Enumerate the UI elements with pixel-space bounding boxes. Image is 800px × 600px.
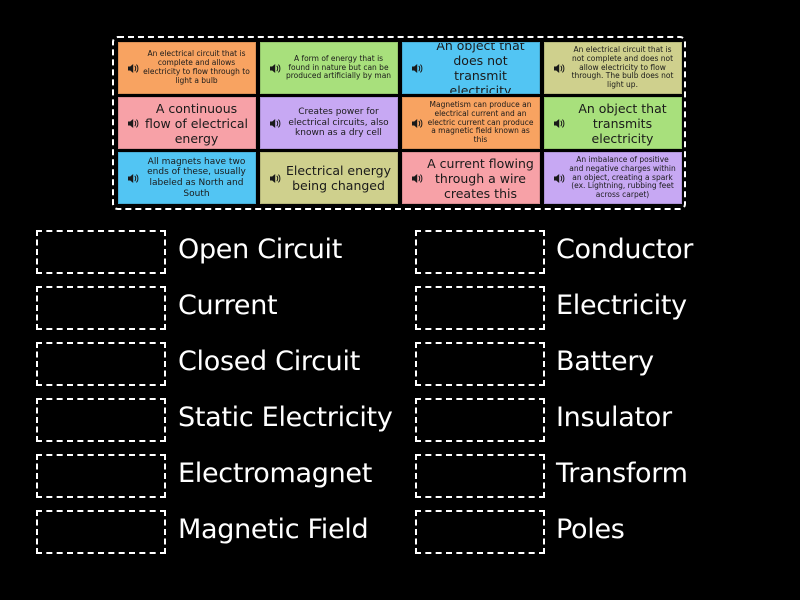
definition-card[interactable]: Creates power for electrical circuits, a… [260, 97, 398, 149]
drop-slot-transform[interactable] [415, 454, 545, 498]
speaker-icon[interactable] [268, 173, 282, 184]
drop-slot-magnetic-field[interactable] [36, 510, 166, 554]
speaker-icon[interactable] [552, 63, 566, 74]
drop-slot-closed-circuit[interactable] [36, 342, 166, 386]
card-text: A form of energy that is found in nature… [285, 53, 392, 81]
definition-card[interactable]: An imbalance of positive and negative ch… [544, 152, 682, 204]
speaker-icon[interactable] [410, 63, 424, 74]
speaker-icon[interactable] [268, 118, 282, 129]
speaker-icon[interactable] [126, 63, 140, 74]
card-text: An electrical circuit that is complete a… [143, 49, 250, 85]
card-text: Magnetism can produce an electrical curr… [427, 99, 534, 145]
card-text: Creates power for electrical circuits, a… [288, 107, 389, 139]
drop-slot-electricity[interactable] [415, 286, 545, 330]
definition-card[interactable]: An object that transmits electricity [544, 97, 682, 149]
definition-card[interactable]: An electrical circuit that is not comple… [544, 42, 682, 94]
term-label: Electricity [556, 290, 687, 321]
term-label: Transform [556, 458, 688, 489]
card-text: Electrical energy being changed [286, 163, 391, 193]
definition-card[interactable]: An object that does not transmit electri… [402, 42, 540, 94]
drop-slot-static-electricity[interactable] [36, 398, 166, 442]
speaker-icon[interactable] [268, 63, 282, 74]
card-text: An electrical circuit that is not comple… [571, 44, 674, 90]
drop-slot-conductor[interactable] [415, 230, 545, 274]
speaker-icon[interactable] [410, 173, 424, 184]
definition-card[interactable]: A form of energy that is found in nature… [260, 42, 398, 94]
drop-slot-battery[interactable] [415, 342, 545, 386]
term-label: Conductor [556, 234, 694, 265]
speaker-icon[interactable] [552, 173, 566, 184]
card-text: All magnets have two ends of these, usua… [147, 156, 246, 199]
term-label: Insulator [556, 402, 672, 433]
term-label: Battery [556, 346, 654, 377]
speaker-icon[interactable] [552, 118, 566, 129]
speaker-icon[interactable] [410, 118, 424, 129]
card-text: A current flowing through a wire creates… [427, 155, 534, 201]
speaker-icon[interactable] [126, 173, 140, 184]
card-text: A continuous flow of electrical energy [145, 100, 248, 146]
drop-slot-insulator[interactable] [415, 398, 545, 442]
drop-slot-current[interactable] [36, 286, 166, 330]
term-label: Static Electricity [178, 402, 393, 433]
term-label: Poles [556, 514, 625, 545]
card-pool [112, 36, 686, 210]
speaker-icon[interactable] [126, 118, 140, 129]
definition-card[interactable]: All magnets have two ends of these, usua… [118, 152, 256, 204]
term-label: Magnetic Field [178, 514, 369, 545]
drop-slot-electromagnet[interactable] [36, 454, 166, 498]
definition-card[interactable]: Electrical energy being changed [260, 152, 398, 204]
term-label: Electromagnet [178, 458, 373, 489]
term-label: Closed Circuit [178, 346, 360, 377]
definition-card[interactable]: A continuous flow of electrical energy [118, 97, 256, 149]
card-text: An object that does not transmit electri… [436, 42, 525, 94]
definition-card[interactable]: A current flowing through a wire creates… [402, 152, 540, 204]
drop-slot-poles[interactable] [415, 510, 545, 554]
term-label: Open Circuit [178, 234, 343, 265]
definition-card[interactable]: Magnetism can produce an electrical curr… [402, 97, 540, 149]
term-label: Current [178, 290, 278, 321]
card-text: An imbalance of positive and negative ch… [569, 154, 676, 200]
card-text: An object that transmits electricity [578, 100, 667, 146]
definition-card[interactable]: An electrical circuit that is complete a… [118, 42, 256, 94]
drop-slot-open-circuit[interactable] [36, 230, 166, 274]
